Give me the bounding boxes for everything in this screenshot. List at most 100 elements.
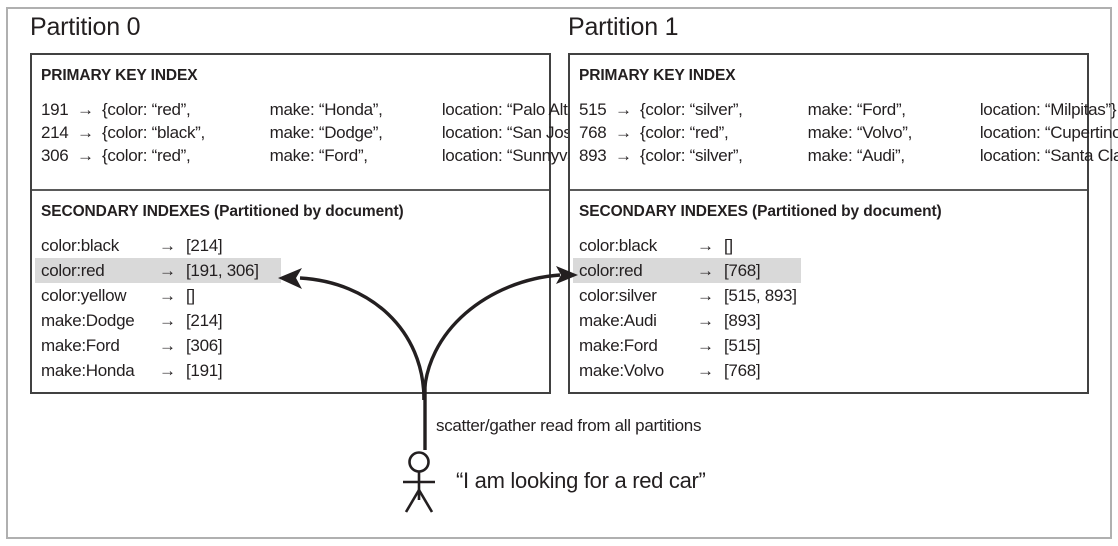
table-row: 515 → {color: “silver”, make: “Ford”, locati… (579, 98, 1118, 121)
pk-doc-open: {color: (640, 146, 686, 165)
pk-make-value: “Ford”, (856, 100, 906, 119)
arrow-icon: → (697, 361, 714, 380)
pk-key: 191 (41, 100, 69, 119)
secondary-index-postings: [] (186, 286, 195, 305)
arrow-icon: → (697, 311, 714, 330)
secondary-index-postings: [893] (724, 311, 761, 330)
secondary-index-postings: [214] (186, 236, 223, 255)
pk-key: 893 (579, 146, 607, 165)
arrow-icon: → (77, 146, 94, 165)
list-item: color:yellow→[] (35, 283, 552, 308)
secondary-index-term: color:red (579, 261, 643, 280)
pk-key: 515 (579, 100, 607, 119)
arrow-icon: → (77, 123, 94, 142)
list-item-highlighted: color:red → [768] (573, 258, 801, 283)
pk-location-value: “Santa Clara”} (1044, 146, 1118, 165)
pk-color-value: “red”, (689, 123, 729, 142)
list-item: make:Ford→[515] (573, 333, 1090, 358)
user-query-quote: “I am looking for a red car” (456, 468, 706, 493)
list-item: make:Volvo→[768] (573, 358, 1090, 383)
partition-1-panel: PRIMARY KEY INDEX 515 → {color: “silver”, m… (568, 53, 1118, 394)
list-item: color:black → [214] (35, 233, 552, 258)
list-item: make:Ford→[306] (35, 333, 552, 358)
list-item: make:Dodge→[214] (35, 308, 552, 333)
arrow-icon: → (159, 361, 176, 380)
arrow-icon: → (159, 311, 176, 330)
list-item: make:Audi → [893] (573, 308, 1090, 333)
secondary-index-postings: [768] (724, 361, 761, 380)
pk-make-label: make: (807, 123, 853, 142)
primary-key-index-section: PRIMARY KEY INDEX 515 → {color: “silver”, m… (570, 55, 1118, 191)
pk-location-value: “Milpitas”} (1044, 100, 1117, 119)
primary-key-index-rows: 191→{color: “red”,make: “Honda”,location… (41, 98, 600, 167)
pk-make-value: “Audi”, (856, 146, 905, 165)
pk-location-label: location: (979, 146, 1041, 165)
secondary-index-term: make:Audi (579, 311, 657, 330)
pk-location-value: “Palo Alto”} (506, 100, 588, 119)
pk-color-value: “black”, (151, 123, 206, 142)
pk-location-label: location: (979, 100, 1041, 119)
primary-key-index-heading: PRIMARY KEY INDEX (579, 67, 736, 84)
arrow-icon: → (159, 336, 176, 355)
arrow-icon: → (77, 100, 94, 119)
pk-location-value: “Cupertino”} (1044, 123, 1118, 142)
pk-key: 768 (579, 123, 607, 142)
pk-key: 306 (41, 146, 69, 165)
secondary-index-postings: [] (724, 236, 733, 255)
arrow-icon: → (615, 146, 632, 165)
secondary-index-term: color:silver (579, 286, 657, 305)
pk-make-label: make: (269, 146, 315, 165)
pk-key: 214 (41, 123, 69, 142)
primary-key-index-rows: 515 → {color: “silver”, make: “Ford”, locati… (579, 98, 1118, 167)
table-row: 214 → {color: “black”, make: “Dodge”, locati… (41, 121, 600, 144)
arrow-icon: → (159, 236, 176, 255)
pk-color-value: “red”, (151, 100, 191, 119)
secondary-indexes-heading: SECONDARY INDEXES (Partitioned by docume… (579, 203, 942, 220)
pk-doc-open: {color: (102, 146, 148, 165)
table-row: 191→{color: “red”,make: “Honda”,location… (41, 98, 600, 121)
table-row: 768→{color: “red”,make: “Volvo”,location… (579, 121, 1118, 144)
arrow-icon: → (615, 100, 632, 119)
pk-make-label: make: (807, 146, 853, 165)
pk-location-label: location: (441, 100, 503, 119)
pk-make-value: “Dodge”, (318, 123, 383, 142)
partition-0-title: Partition 0 (30, 13, 141, 41)
secondary-index-term: color:black (41, 236, 119, 255)
secondary-index-rows: color:black → [214] color:red → [191, 306] c… (35, 233, 552, 383)
pk-location-label: location: (441, 123, 503, 142)
pk-location-label: location: (979, 123, 1041, 142)
secondary-index-term: make:Ford (579, 336, 658, 355)
pk-doc-open: {color: (102, 100, 148, 119)
secondary-index-term: make:Honda (41, 361, 135, 380)
pk-location-label: location: (441, 146, 503, 165)
pk-doc-open: {color: (640, 100, 686, 119)
arrow-icon: → (697, 286, 714, 305)
pk-color-value: “red”, (151, 146, 191, 165)
primary-key-index-section: PRIMARY KEY INDEX 191→{color: “red”,make… (32, 55, 600, 191)
partition-1-title: Partition 1 (568, 13, 679, 41)
list-item: color:black→[] (573, 233, 1090, 258)
arrow-icon: → (159, 261, 176, 280)
pk-make-label: make: (269, 100, 315, 119)
pk-make-value: “Ford”, (318, 146, 368, 165)
secondary-index-postings: [191, 306] (186, 261, 259, 280)
pk-doc-open: {color: (102, 123, 148, 142)
arrow-icon: → (697, 261, 714, 280)
secondary-index-postings: [515, 893] (724, 286, 797, 305)
secondary-index-term: make:Dodge (41, 311, 135, 330)
secondary-index-postings: [306] (186, 336, 223, 355)
secondary-index-term: color:red (41, 261, 105, 280)
pk-make-label: make: (807, 100, 853, 119)
pk-make-label: make: (269, 123, 315, 142)
secondary-index-postings: [191] (186, 361, 223, 380)
secondary-indexes-section: SECONDARY INDEXES (Partitioned by docume… (570, 191, 1087, 394)
table-row: 893→{color: “silver”,make: “Audi”,locati… (579, 144, 1118, 167)
pk-color-value: “silver”, (689, 100, 743, 119)
secondary-index-term: color:yellow (41, 286, 127, 305)
secondary-index-postings: [768] (724, 261, 761, 280)
secondary-indexes-heading: SECONDARY INDEXES (Partitioned by docume… (41, 203, 404, 220)
arrow-icon: → (615, 123, 632, 142)
table-row: 306 → {color: “red”, make: “Ford”, location:… (41, 144, 600, 167)
list-item: make:Honda → [191] (35, 358, 552, 383)
